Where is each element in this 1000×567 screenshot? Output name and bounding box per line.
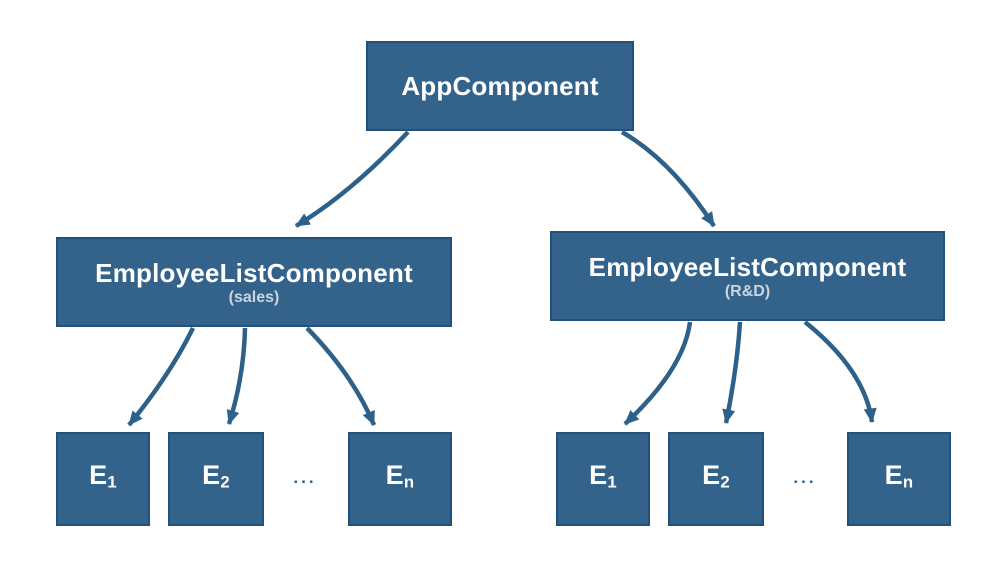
node-rnd-employee-1: E1: [556, 432, 650, 526]
node-rnd-employee-2-label: E2: [702, 460, 730, 498]
employee-label-base: E: [202, 460, 221, 491]
arrow-rnd-to-en: [803, 320, 877, 423]
sales-ellipsis: ...: [293, 468, 317, 487]
arrow-rnd-to-e2: [722, 321, 743, 424]
node-rnd-employee-1-label: E1: [589, 460, 617, 498]
node-sales-employee-n: En: [348, 432, 452, 526]
node-employee-list-rnd-sublabel: (R&D): [724, 282, 771, 300]
node-rnd-employee-n-label: En: [885, 460, 914, 498]
employee-label-subscript: 2: [720, 472, 730, 492]
employee-label-base: E: [385, 460, 404, 491]
arrow-rnd-to-e1: [623, 321, 693, 426]
node-employee-list-sales-label: EmployeeListComponent: [95, 257, 413, 288]
node-employee-list-rnd: EmployeeListComponent (R&D): [550, 231, 945, 321]
arrow-sales-to-e1: [127, 327, 196, 427]
employee-label-base: E: [589, 460, 608, 491]
node-rnd-employee-2: E2: [668, 432, 764, 526]
node-employee-list-sales-sublabel: (sales): [228, 288, 280, 306]
employee-label-subscript: 1: [607, 472, 617, 492]
node-rnd-employee-n: En: [847, 432, 951, 526]
arrow-app-to-sales-list: [294, 130, 410, 228]
employee-label-subscript: 2: [220, 472, 230, 492]
node-employee-list-rnd-label: EmployeeListComponent: [588, 251, 907, 282]
node-sales-employee-2-label: E2: [202, 460, 230, 498]
node-sales-employee-n-label: En: [386, 460, 415, 498]
employee-label-subscript: 1: [107, 472, 117, 492]
employee-label-subscript: n: [902, 472, 914, 492]
arrow-sales-to-en: [305, 326, 377, 426]
node-employee-list-sales: EmployeeListComponent (sales): [56, 237, 452, 327]
employee-label-base: E: [89, 460, 108, 491]
employee-label-subscript: n: [403, 472, 415, 492]
node-app-component: AppComponent: [366, 41, 634, 131]
arrow-app-to-rnd-list: [620, 130, 716, 228]
employee-label-base: E: [702, 460, 721, 491]
node-sales-employee-2: E2: [168, 432, 264, 526]
node-sales-employee-1-label: E1: [89, 460, 117, 498]
node-app-component-label: AppComponent: [401, 71, 599, 101]
employee-label-base: E: [884, 460, 903, 491]
node-sales-employee-1: E1: [56, 432, 150, 526]
rnd-ellipsis: ...: [793, 468, 817, 487]
arrow-sales-to-e2: [226, 327, 248, 425]
